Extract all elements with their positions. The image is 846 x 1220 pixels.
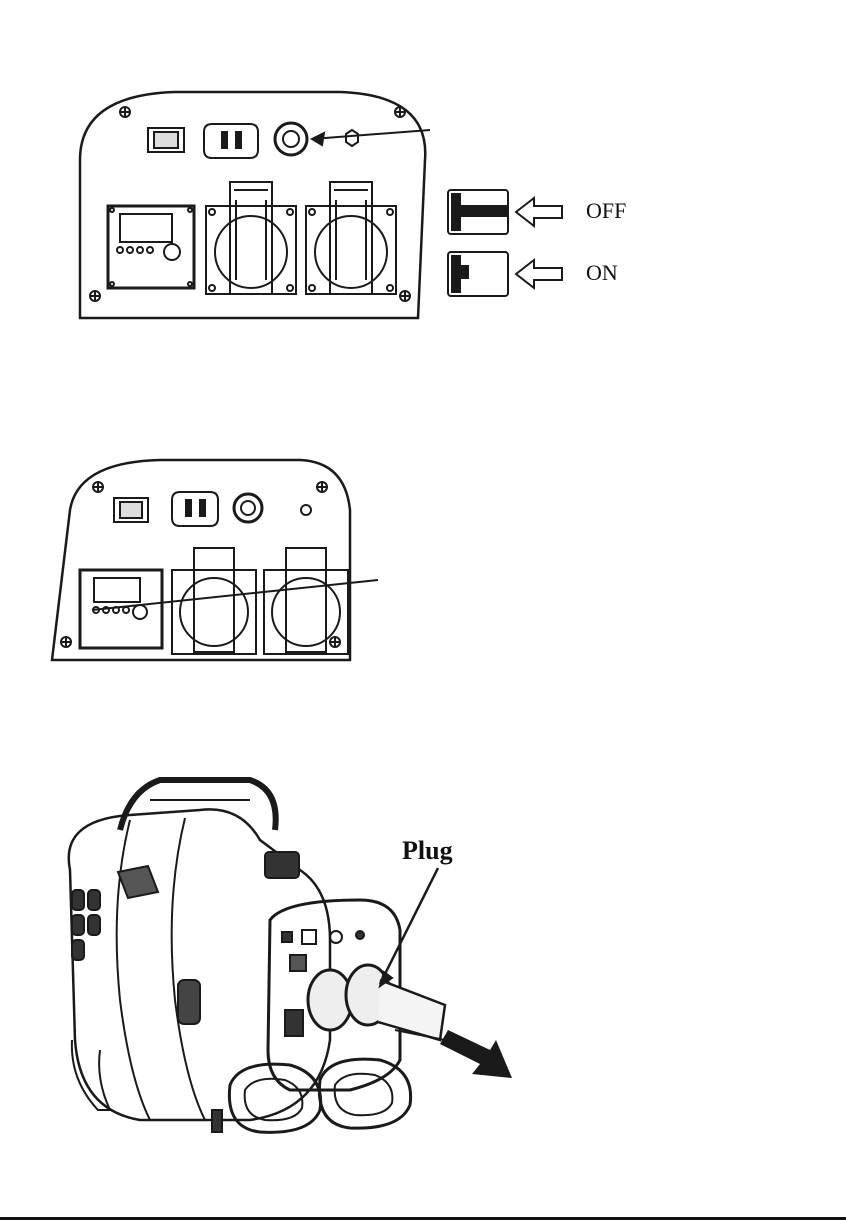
- display-module: [108, 206, 194, 288]
- control-panel-top: [80, 92, 430, 318]
- ac-outlet-small-2: [172, 492, 218, 526]
- rocker-switch: [148, 128, 184, 152]
- socket-right: [306, 182, 396, 294]
- label-off: OFF: [586, 200, 626, 222]
- exhaust-vents: [229, 1059, 410, 1132]
- plug-connectors: [308, 965, 445, 1040]
- socket-left: [206, 182, 296, 294]
- pull-direction-arrow: [440, 1030, 512, 1078]
- generator-illustration: [69, 780, 445, 1132]
- label-on: ON: [586, 262, 618, 284]
- control-panel-middle: [52, 460, 378, 660]
- circuit-breaker: [275, 123, 307, 155]
- switch-state-on: [448, 252, 562, 296]
- label-plug: Plug: [402, 838, 453, 864]
- rocker-switch-2: [114, 498, 148, 522]
- switch-state-off: [448, 190, 562, 234]
- ac-outlet-small: [204, 124, 258, 158]
